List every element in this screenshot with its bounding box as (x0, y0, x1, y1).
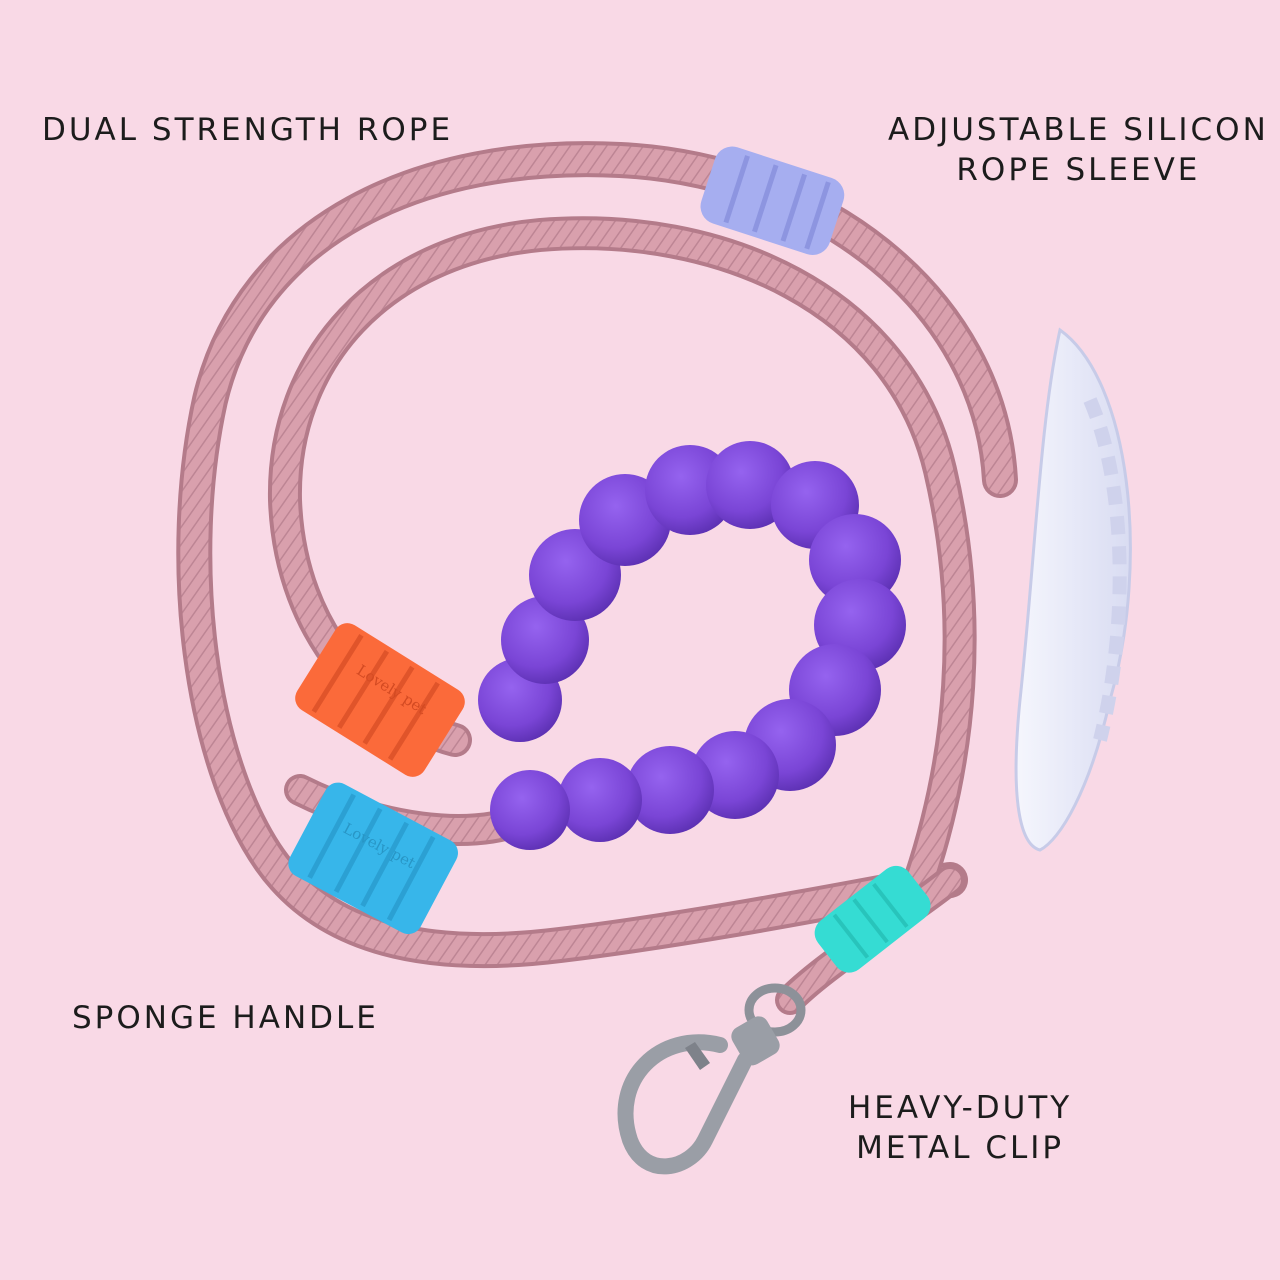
label-metal-clip: HEAVY-DUTY METAL CLIP (848, 1088, 1072, 1168)
teal-rope-sleeve (814, 865, 931, 973)
poop-bag-dispenser-icon (1014, 327, 1132, 852)
sponge-handle (478, 441, 906, 850)
label-handle-text: SPONGE HANDLE (72, 1000, 379, 1036)
label-sleeve-line2: ROPE SLEEVE (956, 152, 1201, 188)
label-dual-strength-rope: DUAL STRENGTH ROPE (42, 110, 453, 150)
carabiner-icon (617, 983, 806, 1175)
lavender-rope-sleeve (700, 146, 845, 255)
orange-rope-sleeve: Lovely pet (295, 623, 465, 777)
label-sleeve-line1: ADJUSTABLE SILICON (888, 112, 1269, 148)
label-sponge-handle: SPONGE HANDLE (72, 998, 379, 1038)
label-adjustable-sleeve: ADJUSTABLE SILICON ROPE SLEEVE (888, 110, 1269, 190)
blue-rope-sleeve: Lovely pet (288, 782, 458, 935)
label-clip-line1: HEAVY-DUTY (848, 1090, 1073, 1126)
label-rope-text: DUAL STRENGTH ROPE (42, 112, 454, 148)
label-clip-line2: METAL CLIP (856, 1130, 1065, 1166)
